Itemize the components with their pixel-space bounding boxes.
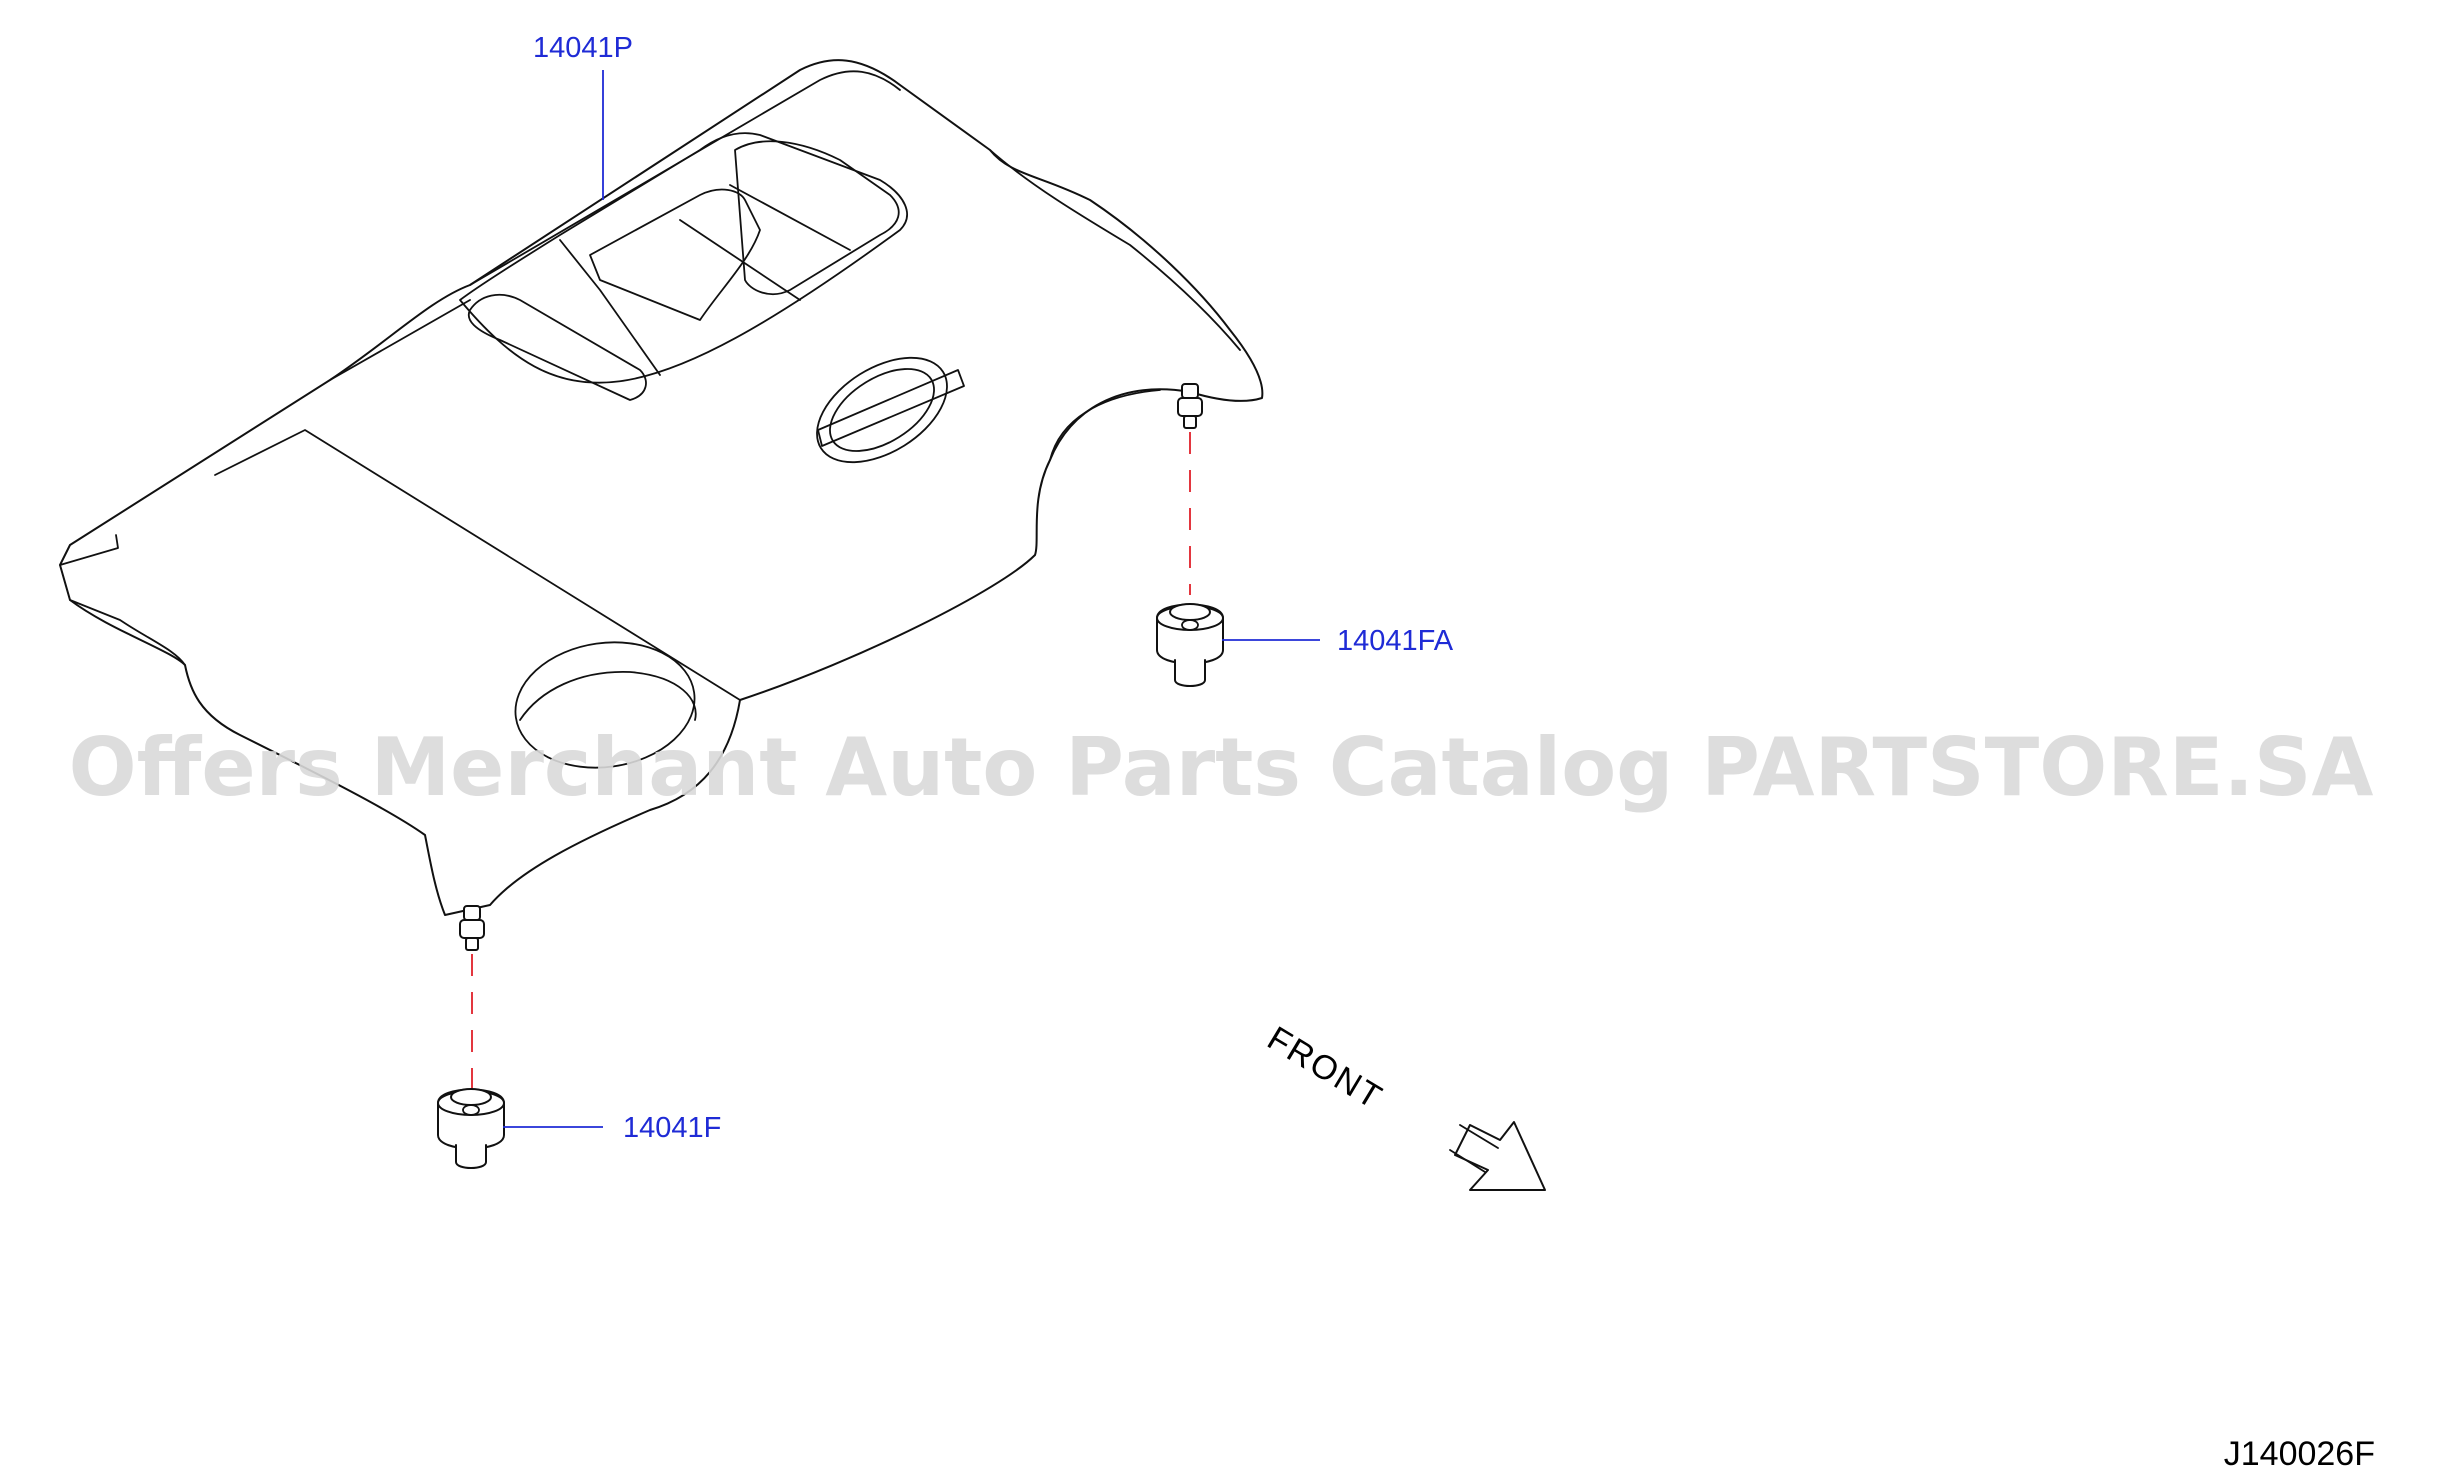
engine-cover-vent-middle <box>589 188 761 321</box>
engine-cover[interactable] <box>59 59 1264 916</box>
engine-cover-left-lip <box>59 534 119 566</box>
engine-cover-vent-frame <box>459 132 908 384</box>
engine-cover-raised-deck <box>469 70 901 286</box>
mount-stud-left <box>459 905 485 951</box>
callout-engine-cover[interactable]: 14041P <box>533 32 633 64</box>
callout-grommet-left[interactable]: 14041F <box>623 1112 721 1144</box>
watermark: Offers Merchant Auto Parts Catalog PARTS… <box>69 721 2374 814</box>
callout-grommet-right[interactable]: 14041FA <box>1337 625 1454 657</box>
engine-cover-vent-rib-2 <box>679 219 801 301</box>
emblem <box>816 356 965 464</box>
diagram-id: J140026F <box>2224 1435 2375 1473</box>
grommet-right[interactable] <box>1156 603 1224 687</box>
oil-filler-opening <box>514 641 697 769</box>
engine-cover-vent-rib-3 <box>729 184 851 251</box>
mount-stud-right <box>1177 383 1203 429</box>
engine-cover-right-boss <box>1049 389 1161 461</box>
front-direction-label: FRONT <box>1261 1019 1390 1117</box>
engine-cover-vent-rib-1 <box>559 239 661 376</box>
engine-cover-lower-edge <box>69 599 186 666</box>
engine-cover-side-rib <box>329 299 471 381</box>
engine-cover-right-shoulder <box>989 149 1241 351</box>
grommet-left[interactable] <box>437 1088 505 1169</box>
engine-cover-vent-left <box>467 293 647 401</box>
engine-cover-ridge <box>214 429 741 701</box>
front-direction-arrow-icon <box>1449 1121 1546 1191</box>
